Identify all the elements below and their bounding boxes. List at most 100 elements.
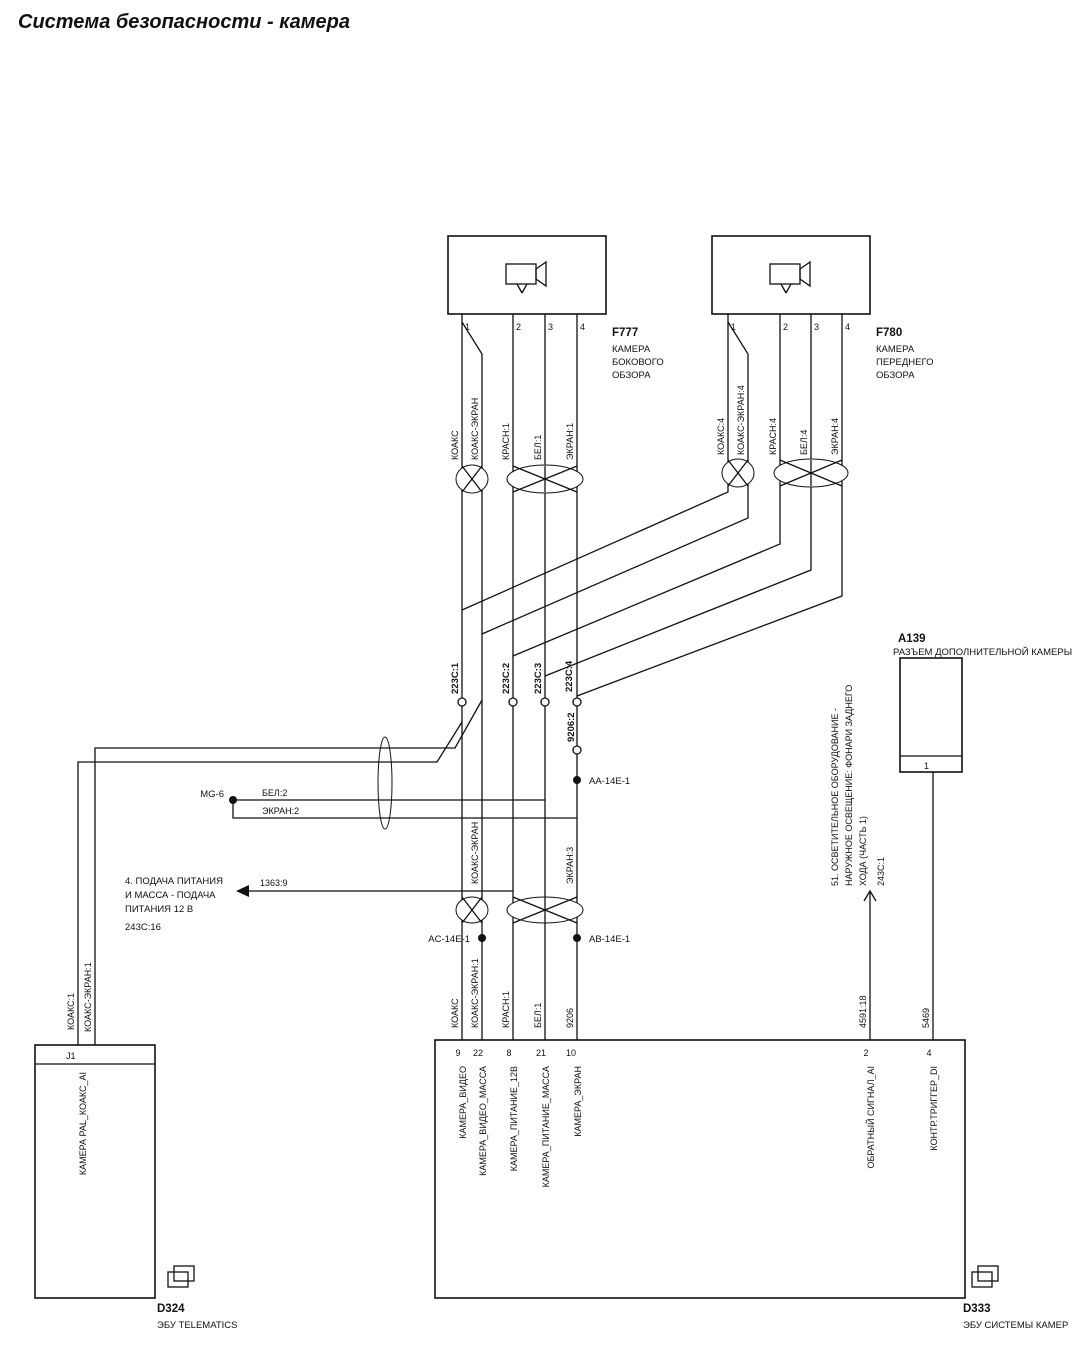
d324-code: D324 — [157, 1303, 185, 1315]
power-feed-wire — [236, 885, 513, 897]
d333-pin: 22 — [473, 1048, 483, 1058]
d333-signal: КОНТР.ТРИГГЕР_DI — [929, 1066, 939, 1151]
inline-connector-label: 223C:3 — [533, 663, 544, 694]
d324-pages-icon — [167, 1265, 195, 1288]
wire-label: КОАКС-ЭКРАН:4 — [736, 385, 746, 455]
wire-label: КРАСН:4 — [768, 418, 778, 455]
wire-label: КОАКС-ЭКРАН:1 — [470, 958, 480, 1028]
reverse-signal-wire — [863, 889, 877, 1040]
d333-signal: КАМЕРА_ВИДЕО — [458, 1066, 468, 1139]
d324-name: ЭБУ TELEMATICS — [157, 1320, 237, 1331]
wire-label: КРАСН:1 — [501, 991, 511, 1028]
f780-desc-line: ОБЗОРА — [876, 370, 915, 381]
wire-label: КОАКС-ЭКРАН — [470, 822, 480, 884]
wire-label: ЭКРАН:3 — [565, 847, 575, 884]
circuit-label: 1363:9 — [260, 878, 288, 888]
wire-label: КОАКС:4 — [716, 418, 726, 455]
f777-box — [447, 235, 607, 315]
d333-signal: КАМЕРА_ПИТАНИЕ_12В — [509, 1066, 519, 1171]
power-note-line: 4. ПОДАЧА ПИТАНИЯ — [125, 876, 223, 887]
power-note-line: ПИТАНИЯ 12 В — [125, 904, 193, 915]
f777-desc-line: ОБЗОРА — [612, 370, 651, 381]
wire-label: КОАКС:1 — [66, 993, 76, 1030]
f777-pin: 3 — [548, 322, 553, 332]
wire-label: 9206 — [565, 1008, 575, 1028]
ground-splice-dot — [229, 796, 237, 804]
splice-ac-dot — [478, 934, 486, 942]
splice-ab-label: AB-14E-1 — [589, 934, 630, 945]
d333-pin: 8 — [506, 1048, 511, 1058]
f780-pin: 3 — [814, 322, 819, 332]
power-note-line: И МАССА - ПОДАЧА — [125, 890, 216, 901]
wire-label: КОАКС — [450, 998, 460, 1028]
page-title: Система безопасности - камера — [18, 11, 350, 33]
d333-pin: 21 — [536, 1048, 546, 1058]
wire-label: БЕЛ:4 — [799, 430, 809, 455]
f780-camera-icon — [769, 260, 811, 294]
d333-pin: 2 — [863, 1048, 868, 1058]
f780-pin: 2 — [783, 322, 788, 332]
d324-signal: КАМЕРА PAL_КОАКС_AI — [78, 1072, 88, 1175]
a139-box — [899, 657, 963, 773]
left-arrow-icon — [236, 885, 249, 897]
f780-box — [711, 235, 871, 315]
f777-code: F777 — [612, 327, 638, 339]
f777-camera-icon — [505, 260, 547, 294]
twist-symbol-bottom-pair2 — [506, 896, 584, 924]
f777-desc-line: КАМЕРА — [612, 344, 651, 355]
splice-aa-label: AA-14E-1 — [589, 776, 630, 787]
power-note-ref: 243C:16 — [125, 922, 161, 933]
wire-label: ЭКРАН:4 — [830, 418, 840, 455]
d324-pin: J1 — [66, 1051, 76, 1061]
twist-symbol-f780-pair2 — [773, 458, 849, 488]
f780-pin: 1 — [731, 322, 736, 332]
telematics-pair-wires — [77, 699, 483, 1045]
d333-name: ЭБУ СИСТЕМЫ КАМЕР — [963, 1320, 1068, 1331]
wire-label: 5469 — [921, 1008, 931, 1028]
d333-pages-icon — [971, 1265, 999, 1288]
inline-connector-label: 223C:4 — [564, 660, 575, 692]
inline-connector-label: 223C:2 — [501, 663, 512, 694]
splice-ac-label: AC-14E-1 — [428, 934, 470, 945]
splice-aa-dot — [573, 776, 581, 784]
a139-pin: 1 — [924, 761, 929, 771]
f780-desc-line: ПЕРЕДНЕГО — [876, 357, 933, 368]
d333-pin: 9 — [455, 1048, 460, 1058]
d333-signal: КАМЕРА_ЭКРАН — [573, 1066, 583, 1137]
circuit-note-line: ХОДА (ЧАСТЬ 1) — [858, 816, 868, 886]
d333-signal: КАМЕРА_ПИТАНИЕ_МАССА — [541, 1066, 551, 1187]
a139-desc: РАЗЪЕМ ДОПОЛНИТЕЛЬНОЙ КАМЕРЫ — [893, 646, 1072, 658]
f777-pin: 1 — [465, 322, 470, 332]
twist-symbol-horizontal — [377, 736, 393, 830]
circuit-note-ref: 243C:1 — [876, 857, 886, 886]
wire-label: КРАСН:1 — [501, 423, 511, 460]
f777-pin: 2 — [516, 322, 521, 332]
d324-box — [34, 1044, 156, 1299]
wire-label: ЭКРАН:2 — [262, 806, 299, 816]
wire-label: БЕЛ:1 — [533, 435, 543, 460]
wire-label: БЕЛ:1 — [533, 1003, 543, 1028]
wire-label: 4591:18 — [858, 995, 868, 1028]
wire-label: КОАКС-ЭКРАН — [470, 398, 480, 460]
up-arrow-icon — [863, 889, 877, 902]
ground-label: MG-6 — [200, 789, 224, 800]
twist-symbol-bottom-pair1 — [455, 896, 489, 924]
circuit-note-line: 51. ОСВЕТИТЕЛЬНОЕ ОБОРУДОВАНИЕ - — [830, 708, 840, 886]
circuit-note-line: НАРУЖНОЕ ОСВЕЩЕНИЕ: ФОНАРИ ЗАДНЕГО — [844, 685, 854, 886]
d333-code: D333 — [963, 1303, 991, 1315]
wire-label: КОАКС-ЭКРАН:1 — [83, 962, 93, 1032]
f780-pin: 4 — [845, 322, 850, 332]
a139-code: A139 — [898, 633, 926, 645]
d333-signal: КАМЕРА_ВИДЕО_МАССА — [478, 1066, 488, 1176]
f777-pin: 4 — [580, 322, 585, 332]
wire-label: ЭКРАН:1 — [565, 423, 575, 460]
d333-signal: ОБРАТНЫЙ СИГНАЛ_AI — [865, 1066, 876, 1169]
inline-connector-label: 223C:1 — [450, 662, 461, 694]
twist-symbol-f780-pair1 — [721, 458, 755, 488]
d333-pin: 4 — [926, 1048, 931, 1058]
f780-desc-line: КАМЕРА — [876, 344, 915, 355]
f780-wires — [461, 314, 843, 697]
wire-label: БЕЛ:2 — [262, 788, 287, 798]
d333-box — [434, 1039, 966, 1299]
